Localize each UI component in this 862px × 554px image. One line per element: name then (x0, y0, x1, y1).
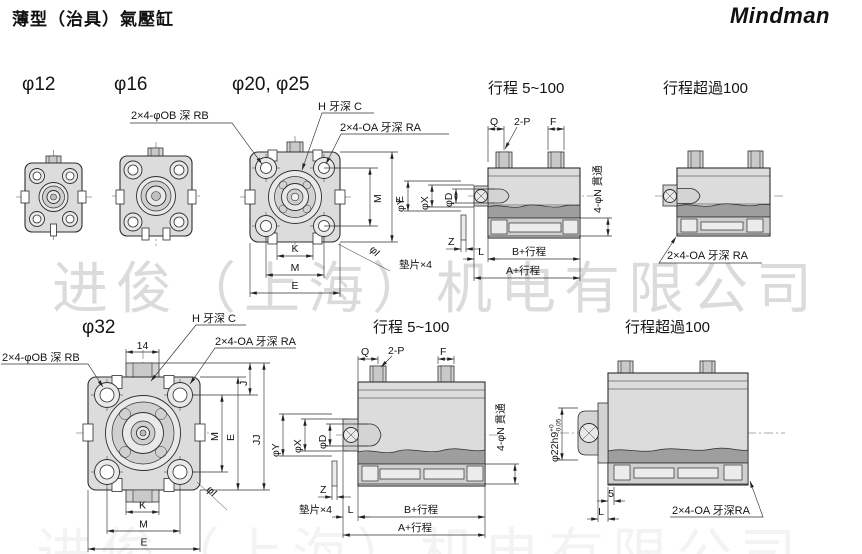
oa-thread-label-b32: 2×4-OA 牙深RA (672, 504, 751, 517)
oa-thread-label: 2×4-OA 牙深 RA (340, 121, 422, 134)
dim-E-bottom-label-32: E (140, 537, 147, 549)
dim-phiI-label: φI (367, 244, 382, 259)
phi16-front-view (112, 142, 200, 246)
phi20-25-front-view: 2×4-φOB 深 RB H 牙深 C 2×4-OA 牙深 RA M E K M… (130, 100, 449, 297)
page-title: 薄型（治具）氣壓缸 (12, 10, 174, 29)
dim-M-bottom-label: M (291, 262, 300, 274)
bore32-title: φ32 (82, 317, 115, 338)
dim-A-stroke-label-2: A+行程 (398, 521, 433, 534)
dim-L-label-3: L (598, 506, 604, 518)
dim-Q-label: Q (490, 116, 498, 128)
dim-K-label-32: K (139, 500, 146, 512)
dim-B-stroke-label-2: B+行程 (404, 503, 439, 516)
dim-5-label: 5 (608, 488, 614, 500)
dim-E-right-label: E (225, 434, 237, 441)
dim-phiY-label: φY (395, 198, 407, 212)
dim-phiD-label-2: φD (317, 434, 329, 449)
dim-A-stroke-label: A+行程 (506, 264, 541, 277)
dim-phiI-label-32: φI (204, 484, 219, 499)
oa-thread-label-32: 2×4-OA 牙深 RA (215, 335, 297, 348)
dim-Z-label-2: Z (320, 484, 327, 496)
dim-Z-label: Z (448, 236, 455, 248)
row2-sideview-long-stroke: φ22h9+0-0.05 5 L 2×4-OA 牙深RA (549, 360, 785, 522)
row1-stroke-short-title: 行程 5~100 (488, 80, 564, 97)
row1-drawings: φ12 φ16 φ20, φ25 行程 5~100 行程超過100 (16, 74, 784, 297)
dim-M-bottom-label-32: M (139, 519, 148, 531)
n-through-label-2: 4-φN 貫通 (495, 403, 507, 451)
dim-M-label: M (372, 194, 384, 203)
spacer-label: 墊片×4 (399, 258, 432, 271)
dim-L-label-2: L (348, 504, 354, 516)
dim-F-label: F (550, 116, 556, 128)
dim-phiX-label-2: φX (292, 439, 304, 453)
phi12-front-view (16, 150, 92, 240)
row2-stroke-long-title: 行程超過100 (625, 319, 710, 336)
bore12-title: φ12 (22, 74, 55, 95)
dim-B-stroke-label: B+行程 (512, 245, 547, 258)
dim-14-label: 14 (137, 340, 149, 352)
dim-M-right-label: M (209, 432, 221, 441)
row1-sideview-long-stroke: 2×4-OA 牙深 RA (655, 150, 784, 264)
dim-J-label: J (238, 381, 250, 386)
dim-phiX-label: φX (419, 196, 431, 210)
rod-dia-label: φ22h9+0-0.05 (549, 418, 563, 462)
dim-Q-label-2: Q (361, 346, 369, 358)
row1-oa-thread-label: 2×4-OA 牙深 RA (667, 249, 749, 262)
mindman-logo: Mindman (729, 3, 830, 28)
h-thread-label: H 牙深 C (318, 100, 362, 113)
dim-E-bottom-label: E (291, 280, 298, 292)
h-thread-label-32: H 牙深 C (192, 312, 236, 325)
bore16-title: φ16 (114, 74, 147, 95)
dim-K-label: K (291, 243, 298, 255)
row2-stroke-short-title: 行程 5~100 (373, 319, 449, 336)
dim-F-label-2: F (440, 346, 446, 358)
dim-L-label: L (478, 246, 484, 258)
dim-2P-label: 2-P (514, 116, 530, 128)
row1-stroke-long-title: 行程超過100 (663, 80, 748, 97)
row2-sideview-short-stroke: Q 2-P F 4-φN 貫通 φD φX φY Z 墊片×4 (270, 345, 519, 538)
row2-drawings: φ32 行程 5~100 行程超過100 (1, 312, 785, 552)
dim-phiY-label-2: φY (270, 443, 282, 457)
bore20-25-title: φ20, φ25 (232, 74, 309, 95)
dim-E-label: E (394, 196, 406, 203)
phi32-front-view: 2×4-φOB 深 RB 14 H 牙深 C 2×4-OA 牙深 RA J M … (1, 312, 297, 552)
ob-counterbore-label-32: 2×4-φOB 深 RB (2, 351, 80, 364)
spacer-label-2: 墊片×4 (299, 503, 332, 516)
row1-sideview-short-stroke: Q 2-P F 4-φN 貫通 φD φX φY Z 墊片×4 (395, 116, 612, 281)
n-through-label: 4-φN 貫通 (592, 165, 604, 213)
dim-2P-label-2: 2-P (388, 345, 404, 357)
dim-phiD-label: φD (443, 192, 455, 207)
ob-counterbore-label: 2×4-φOB 深 RB (131, 109, 209, 122)
dim-JJ-label: JJ (251, 435, 263, 446)
